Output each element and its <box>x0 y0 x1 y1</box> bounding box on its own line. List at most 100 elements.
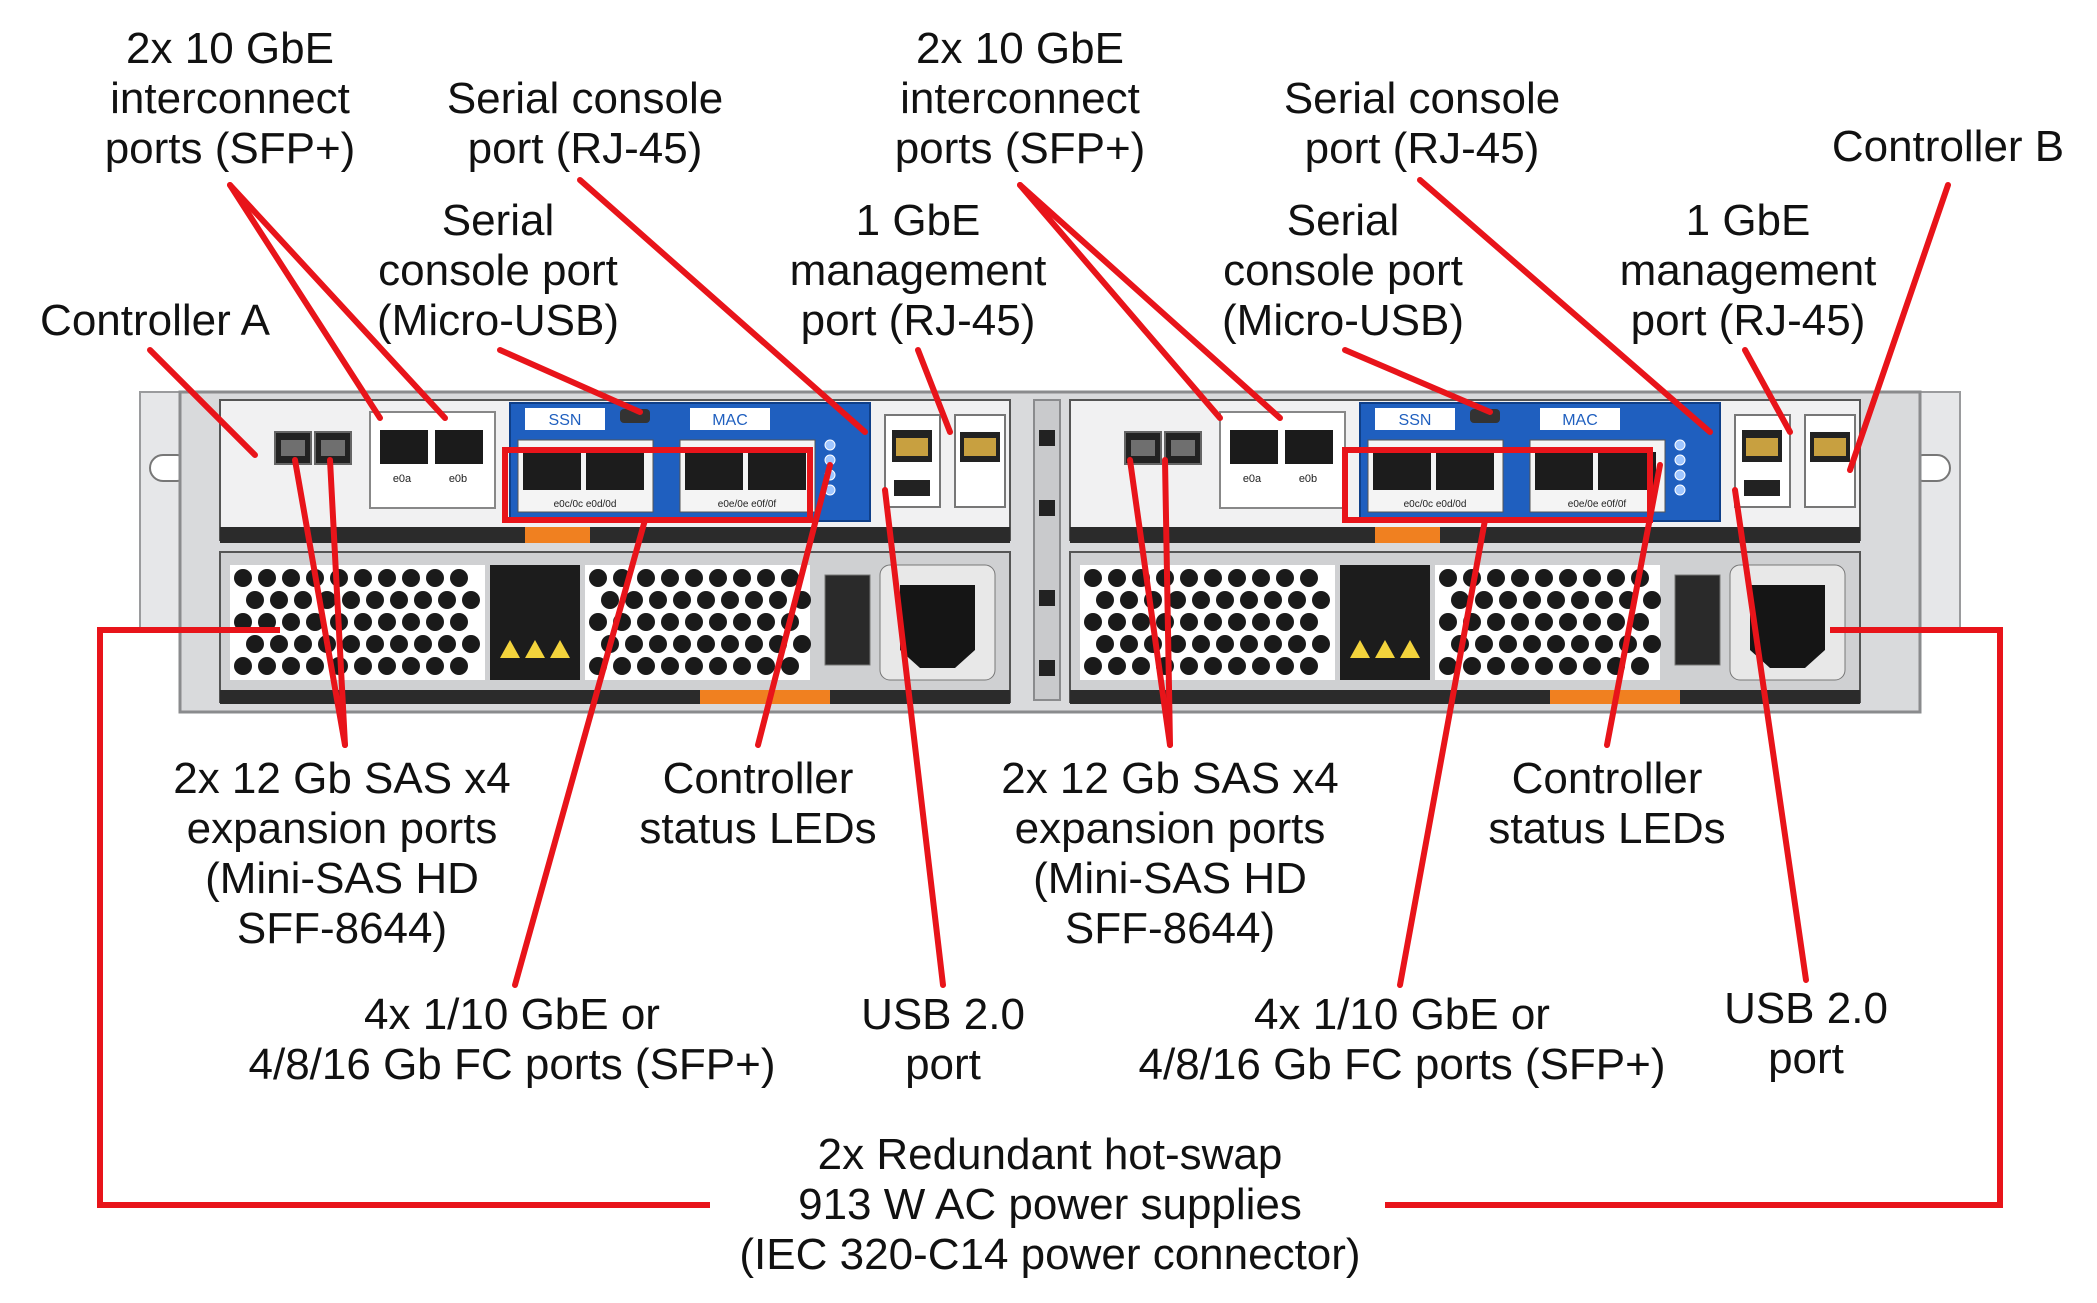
label-line: Controller B <box>1831 122 2065 171</box>
fan-hole <box>685 657 703 675</box>
fan-hole <box>438 591 456 609</box>
fan-hole <box>426 613 444 631</box>
callout-line <box>1847 182 1951 473</box>
fan-hole <box>1132 657 1150 675</box>
callout-box <box>502 447 813 523</box>
fan-hole <box>234 613 252 631</box>
label-line: port (RJ-45) <box>800 296 1036 345</box>
fan-hole <box>270 591 288 609</box>
host-sfp-port <box>685 452 743 490</box>
fan-hole <box>282 657 300 675</box>
fan-hole <box>745 635 763 653</box>
fan-hole <box>1643 635 1661 653</box>
interconnect-sfp-port <box>1230 430 1278 464</box>
fan-hole <box>1252 657 1270 675</box>
fan-hole <box>1168 635 1186 653</box>
callout-line <box>497 347 643 415</box>
fan-hole <box>462 635 480 653</box>
port-label: e0a <box>1243 473 1262 485</box>
fan-hole <box>757 613 775 631</box>
fan-hole <box>426 657 444 675</box>
label-line: Serial console <box>1283 74 1561 123</box>
fan-hole <box>1439 613 1457 631</box>
fan-hole <box>1487 657 1505 675</box>
mgmt-rj45-pins <box>1814 438 1846 456</box>
fan-hole <box>282 569 300 587</box>
psu-callout-left <box>97 627 710 1208</box>
label-line: 913 W AC power supplies <box>798 1180 1302 1229</box>
mac-tag <box>1540 408 1620 430</box>
fan-hole <box>1204 657 1222 675</box>
label-line: 2x 12 Gb SAS x4 <box>1001 754 1339 803</box>
fan-hole <box>1559 569 1577 587</box>
label-line: 4x 1/10 GbE or <box>364 990 660 1039</box>
iec-c14-connector <box>900 585 975 668</box>
label-line: 4x 1/10 GbE or <box>1254 990 1550 1039</box>
fan-hole <box>697 635 715 653</box>
label-line: status LEDs <box>1488 804 1726 853</box>
fan-hole <box>733 657 751 675</box>
psu-orange-tab <box>700 690 830 704</box>
label-line: (IEC 320-C14 power connector) <box>739 1230 1361 1279</box>
fan-hole <box>1523 635 1541 653</box>
fan-hole <box>1643 591 1661 609</box>
fan-hole <box>697 591 715 609</box>
fan-hole <box>1487 613 1505 631</box>
fan-hole <box>234 657 252 675</box>
label-line: Controller <box>662 754 854 803</box>
fan-hole <box>1084 657 1102 675</box>
fan-hole <box>1120 591 1138 609</box>
label-line: SFF-8644) <box>1064 904 1276 953</box>
status-led <box>1674 439 1686 451</box>
callout-line <box>227 182 448 421</box>
fan-hole <box>1595 635 1613 653</box>
fan-hole <box>378 657 396 675</box>
host-sfp-port <box>523 452 581 490</box>
fan-hole <box>1084 569 1102 587</box>
label-line: port (RJ-45) <box>1630 296 1866 345</box>
callout-line <box>147 347 258 458</box>
label-line: 4/8/16 Gb FC ports (SFP+) <box>1138 1040 1666 1089</box>
ssn-text: SSN <box>549 412 582 429</box>
fan-hole <box>793 635 811 653</box>
fan-hole <box>282 613 300 631</box>
fan-hole <box>270 635 288 653</box>
fan-hole <box>450 569 468 587</box>
fan-hole <box>673 635 691 653</box>
fan-hole <box>649 591 667 609</box>
fan-hole <box>1192 635 1210 653</box>
fan-hole <box>258 657 276 675</box>
psu-callout-right <box>1385 627 2003 1208</box>
fan-hole <box>1240 591 1258 609</box>
fan-hole <box>1583 657 1601 675</box>
mgmt-rj45-pins <box>964 438 996 456</box>
ssn-tag <box>1375 408 1455 430</box>
callout-line <box>755 462 833 748</box>
fan-hole <box>1607 613 1625 631</box>
fan-hole <box>1300 657 1318 675</box>
fan-hole <box>1180 613 1198 631</box>
fan-hole <box>589 613 607 631</box>
fan-hole <box>1264 591 1282 609</box>
port-label: e0c/0c e0d/0d <box>1404 499 1467 510</box>
fan-hole <box>1475 591 1493 609</box>
label-line: 4/8/16 Gb FC ports (SFP+) <box>248 1040 776 1089</box>
fan-hole <box>378 569 396 587</box>
fan-hole <box>354 613 372 631</box>
label-line: 1 GbE <box>855 196 981 245</box>
fan-hole <box>661 613 679 631</box>
fan-hole <box>1583 569 1601 587</box>
fan-hole <box>366 635 384 653</box>
fan-hole <box>354 569 372 587</box>
warning-icon <box>550 640 570 658</box>
callout-line <box>882 487 946 988</box>
